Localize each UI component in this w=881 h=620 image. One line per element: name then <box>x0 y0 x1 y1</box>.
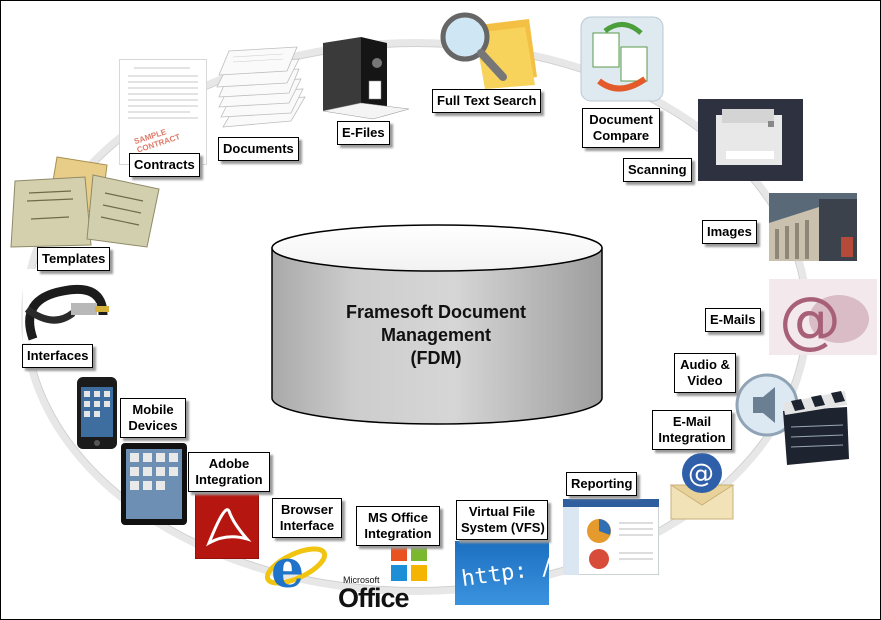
central-title-line1: Framesoft Document <box>345 302 527 322</box>
building-photo-image <box>769 193 857 261</box>
documents-stack-image <box>216 46 306 128</box>
label-mobile-line2: Devices <box>128 418 178 433</box>
label-ms-office-line1: MS Office <box>368 510 428 525</box>
office-wordmark: Office <box>338 583 410 613</box>
svg-text:@: @ <box>688 459 714 489</box>
label-contracts[interactable]: Contracts <box>129 153 200 177</box>
label-vfs-line2: System (VFS) <box>461 520 545 535</box>
label-efiles[interactable]: E-Files <box>337 121 390 145</box>
compare-icon <box>580 16 664 102</box>
label-document-compare-line2: Compare <box>592 128 650 143</box>
label-email-integration-line2: Integration <box>658 430 726 445</box>
central-title-line3: (FDM) <box>410 348 462 368</box>
svg-text:@: @ <box>779 283 841 355</box>
label-documents[interactable]: Documents <box>218 137 299 161</box>
label-email-integration-line1: E-Mail <box>672 414 712 429</box>
label-audio-video-line2: Video <box>687 373 723 388</box>
cable-image <box>23 269 115 343</box>
central-title: Framesoft Document Management (FDM) <box>281 301 591 370</box>
url-text: http: // ww <box>459 547 549 593</box>
label-browser[interactable]: Browser Interface <box>272 498 342 538</box>
label-full-text-search[interactable]: Full Text Search <box>432 89 542 113</box>
phone-image <box>77 377 117 449</box>
label-images[interactable]: Images <box>702 220 757 244</box>
search-folder-image <box>440 12 537 89</box>
label-browser-line1: Browser <box>280 502 334 517</box>
label-document-compare[interactable]: Document Compare <box>582 108 660 148</box>
microsoft-wordmark: Microsoft <box>343 575 380 585</box>
label-adobe[interactable]: Adobe Integration <box>188 452 270 492</box>
template-books-image <box>10 156 160 248</box>
label-audio-video-line1: Audio & <box>680 357 730 372</box>
label-ms-office-line2: Integration <box>364 526 432 541</box>
label-audio-video[interactable]: Audio & Video <box>674 353 736 393</box>
label-vfs-line1: Virtual File <box>468 504 536 519</box>
envelope-icon: @ <box>669 453 735 520</box>
label-adobe-line1: Adobe <box>208 456 250 471</box>
label-vfs[interactable]: Virtual File System (VFS) <box>456 500 548 540</box>
central-title-line2: Management <box>380 325 492 345</box>
report-screenshot-image <box>563 499 659 575</box>
label-templates[interactable]: Templates <box>37 247 111 271</box>
label-reporting[interactable]: Reporting <box>566 472 638 496</box>
browser-logo-icon: e <box>264 539 328 599</box>
label-emails[interactable]: E-Mails <box>705 308 761 332</box>
label-mobile-line1: Mobile <box>132 402 174 417</box>
label-ms-office[interactable]: MS Office Integration <box>356 506 440 546</box>
email-at-image: @ <box>769 279 877 355</box>
tablet-image <box>121 443 187 525</box>
audio-video-icon <box>735 373 849 465</box>
office-logo-icon <box>391 545 427 581</box>
contract-paper-image: SAMPLE CONTRACT <box>119 59 207 165</box>
label-browser-line2: Interface <box>279 518 335 533</box>
url-bar-image: http: // ww <box>455 541 549 605</box>
adobe-logo-icon <box>195 493 259 559</box>
label-email-integration[interactable]: E-Mail Integration <box>652 410 732 450</box>
database-cylinder <box>271 224 603 425</box>
label-adobe-line2: Integration <box>195 472 263 487</box>
scanner-image <box>698 99 803 181</box>
label-document-compare-line1: Document <box>589 112 653 127</box>
label-scanning[interactable]: Scanning <box>623 158 692 182</box>
binder-image <box>322 37 410 120</box>
svg-text:e: e <box>271 539 304 599</box>
label-interfaces[interactable]: Interfaces <box>22 344 94 368</box>
label-mobile[interactable]: Mobile Devices <box>120 398 186 438</box>
